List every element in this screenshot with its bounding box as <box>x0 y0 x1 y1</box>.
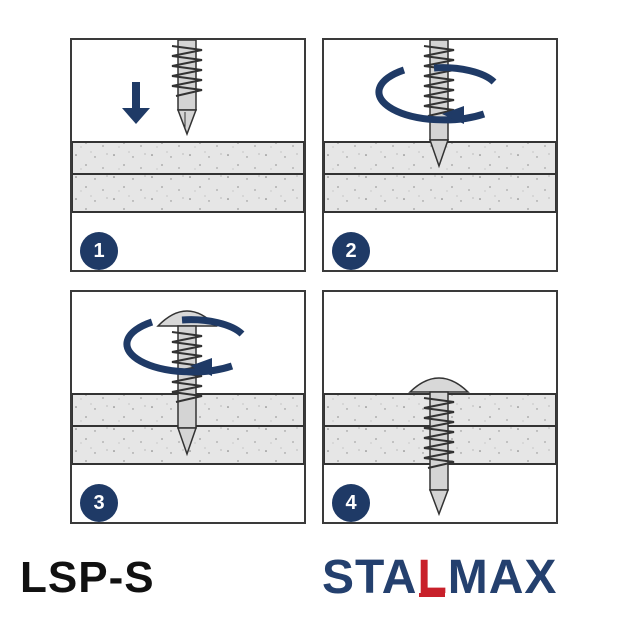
model-name: LSP-S <box>20 553 155 602</box>
metal-plates <box>324 393 556 465</box>
metal-plates <box>72 141 304 213</box>
downward-arrow-icon <box>122 82 150 124</box>
step-2-panel: 2 <box>322 38 558 272</box>
rotation-arrow-icon <box>123 316 245 376</box>
installed-screw-icon <box>408 377 470 517</box>
step-number-badge: 2 <box>332 232 370 270</box>
step-number-badge: 4 <box>332 484 370 522</box>
brand-prefix: STA <box>322 551 418 604</box>
step-number-badge: 1 <box>80 232 118 270</box>
screw-icon <box>171 40 203 137</box>
brand-logo: STA L MAX <box>322 550 557 605</box>
step-number-badge: 3 <box>80 484 118 522</box>
brand-logo-letter: L <box>417 551 448 604</box>
brand-suffix: MAX <box>447 551 558 604</box>
step-1-panel: 1 <box>70 38 306 272</box>
step-3-panel: 3 <box>70 290 306 524</box>
step-4-panel: 4 <box>322 290 558 524</box>
rotation-arrow-icon <box>375 64 497 124</box>
